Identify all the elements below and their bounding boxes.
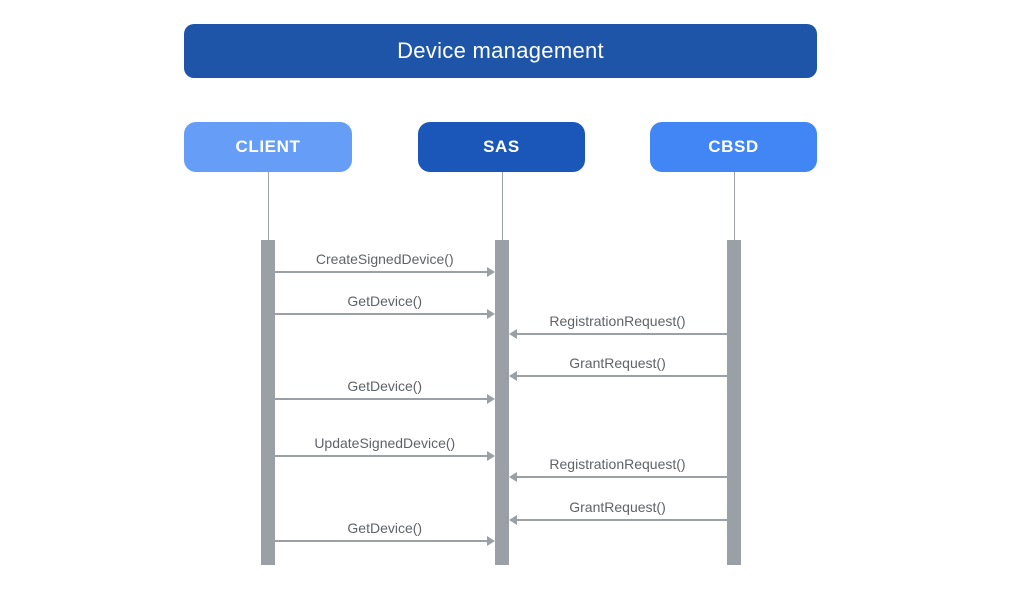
message-arrow-line	[275, 540, 488, 542]
message-label: GetDevice()	[347, 293, 423, 309]
actor-box-client: CLIENT	[184, 122, 352, 172]
diagram-title: Device management	[184, 24, 817, 78]
message-arrowhead	[508, 371, 517, 381]
actor-box-sas: SAS	[418, 122, 585, 172]
actor-label: SAS	[483, 137, 520, 156]
actor-label: CLIENT	[235, 137, 301, 156]
message-arrow-line	[275, 455, 488, 457]
message-label: RegistrationRequest()	[549, 313, 686, 329]
message-label: UpdateSignedDevice()	[314, 435, 456, 451]
message-arrow-line	[515, 519, 727, 521]
message-arrowhead	[486, 309, 495, 319]
message-arrow-line	[275, 313, 488, 315]
message-arrowhead	[486, 451, 495, 461]
activation-bar-sas	[494, 240, 509, 565]
message-arrowhead	[508, 472, 517, 482]
message-arrow-line	[515, 476, 727, 478]
actor-label: CBSD	[708, 137, 759, 156]
lifeline-cbsd	[733, 172, 735, 240]
message-arrow-line	[515, 333, 727, 335]
message-arrowhead	[508, 515, 517, 525]
message-arrow-line	[515, 375, 727, 377]
message-label: CreateSignedDevice()	[315, 251, 454, 267]
lifeline-sas	[501, 172, 503, 240]
message-arrow-line	[275, 271, 488, 273]
message-arrowhead	[486, 536, 495, 546]
message-label: RegistrationRequest()	[549, 456, 686, 472]
activation-bar-client	[261, 240, 275, 565]
message-arrowhead	[486, 394, 495, 404]
activation-bar-cbsd	[726, 240, 741, 565]
message-label: GetDevice()	[347, 378, 423, 394]
message-arrowhead	[486, 267, 495, 277]
message-label: GetDevice()	[347, 520, 423, 536]
message-label: GrantRequest()	[569, 355, 666, 371]
message-arrowhead	[508, 329, 517, 339]
message-arrow-line	[275, 398, 488, 400]
message-label: GrantRequest()	[569, 499, 666, 515]
lifeline-client	[268, 172, 269, 240]
actor-box-cbsd: CBSD	[650, 122, 817, 172]
